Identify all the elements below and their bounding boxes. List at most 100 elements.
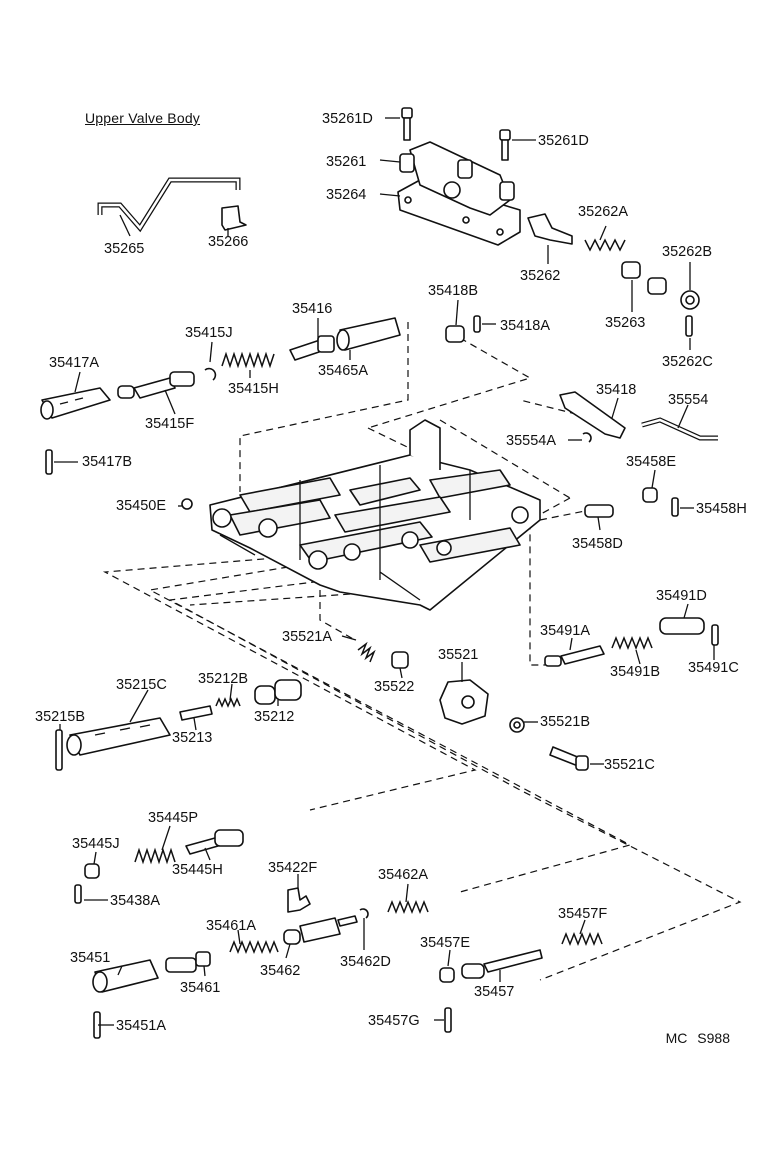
part-35213-valve[interactable] bbox=[179, 705, 213, 721]
part-35261D-bolt-left[interactable] bbox=[401, 107, 413, 141]
part-35262C-pin[interactable] bbox=[685, 315, 693, 337]
part-35461A-spring[interactable] bbox=[229, 939, 279, 955]
part-35522-plug[interactable] bbox=[391, 651, 409, 669]
part-35215B-pin[interactable] bbox=[55, 729, 63, 771]
part-35554A-clip[interactable] bbox=[582, 432, 592, 443]
part-35462D-clip[interactable] bbox=[359, 908, 369, 919]
part-35491A-valve[interactable] bbox=[544, 645, 605, 667]
label-35491A: 35491A bbox=[540, 623, 590, 639]
part-35262-plug[interactable] bbox=[527, 213, 573, 245]
label-35457E: 35457E bbox=[420, 935, 470, 951]
part-35417A-sleeve[interactable] bbox=[40, 387, 111, 420]
part-35265-oil-pipe[interactable] bbox=[97, 177, 241, 233]
part-35462A-spring[interactable] bbox=[387, 899, 429, 915]
part-35215C-sleeve[interactable] bbox=[66, 717, 171, 756]
part-35418B-plug[interactable] bbox=[445, 325, 465, 343]
part-35416-valve[interactable] bbox=[289, 335, 335, 361]
label-35491B: 35491B bbox=[610, 664, 660, 680]
label-35415F: 35415F bbox=[145, 416, 194, 432]
part-35445P-spring[interactable] bbox=[134, 847, 176, 865]
part-35418A-pin[interactable] bbox=[473, 315, 481, 333]
part-35521-check-ball-body[interactable] bbox=[439, 679, 489, 725]
part-35212B-spring[interactable] bbox=[215, 697, 241, 708]
label-35445J: 35445J bbox=[72, 836, 120, 852]
part-35212-plug[interactable] bbox=[254, 679, 302, 705]
part-35415H-spring[interactable] bbox=[221, 351, 275, 369]
label-35213: 35213 bbox=[172, 730, 212, 746]
part-35521A-spring[interactable] bbox=[357, 641, 376, 663]
part-35521C-bolt[interactable] bbox=[549, 746, 589, 771]
label-35418B: 35418B bbox=[428, 283, 478, 299]
label-35521: 35521 bbox=[438, 647, 478, 663]
part-35491B-spring[interactable] bbox=[611, 635, 653, 651]
part-35521B-washer[interactable] bbox=[509, 717, 525, 733]
label-35262B: 35262B bbox=[662, 244, 712, 260]
leader-lines bbox=[54, 117, 715, 1026]
part-35491D-plug[interactable] bbox=[659, 617, 705, 635]
label-35457: 35457 bbox=[474, 984, 514, 1000]
part-35465A-sleeve[interactable] bbox=[336, 317, 401, 351]
figure-code: MC S988 bbox=[665, 1030, 730, 1046]
label-35462A: 35462A bbox=[378, 867, 428, 883]
label-35212B: 35212B bbox=[198, 671, 248, 687]
part-35415J-clip[interactable] bbox=[204, 367, 217, 381]
part-35457F-spring[interactable] bbox=[561, 931, 603, 947]
part-35445J-plug[interactable] bbox=[84, 863, 100, 879]
part-35554-pipe[interactable] bbox=[641, 417, 718, 441]
part-35438A-pin[interactable] bbox=[74, 884, 82, 904]
label-35266: 35266 bbox=[208, 234, 248, 250]
label-35415J: 35415J bbox=[185, 325, 233, 341]
label-35491C: 35491C bbox=[688, 660, 739, 676]
part-35263-sleeve[interactable] bbox=[621, 261, 641, 279]
label-35438A: 35438A bbox=[110, 893, 160, 909]
part-35457-valve[interactable] bbox=[461, 949, 543, 979]
label-35451A: 35451A bbox=[116, 1018, 166, 1034]
part-35457G-pin[interactable] bbox=[444, 1007, 452, 1033]
label-35521C: 35521C bbox=[604, 757, 655, 773]
label-35215B: 35215B bbox=[35, 709, 85, 725]
part-35266-bracket[interactable] bbox=[221, 205, 247, 231]
label-35458E: 35458E bbox=[626, 454, 676, 470]
part-35450E-ball[interactable] bbox=[181, 498, 193, 510]
label-35451: 35451 bbox=[70, 950, 110, 966]
part-35262A-spring[interactable] bbox=[584, 238, 626, 252]
part-35445H-valve[interactable] bbox=[185, 829, 244, 855]
label-35262: 35262 bbox=[520, 268, 560, 284]
diagram-title: Upper Valve Body bbox=[85, 110, 201, 126]
part-35461-valve[interactable] bbox=[165, 951, 211, 973]
part-35261D-bolt-right[interactable] bbox=[499, 129, 511, 161]
part-35263-sleeve-2[interactable] bbox=[647, 277, 667, 295]
part-35457E-plug[interactable] bbox=[439, 967, 455, 983]
part-35462-valve[interactable] bbox=[283, 915, 358, 945]
part-35422F-clip[interactable] bbox=[287, 887, 311, 913]
label-35422F: 35422F bbox=[268, 860, 317, 876]
label-35263: 35263 bbox=[605, 315, 645, 331]
part-35261-body[interactable] bbox=[399, 141, 515, 216]
label-35457G: 35457G bbox=[368, 1013, 420, 1029]
part-35451-sleeve[interactable] bbox=[92, 959, 159, 993]
label-35462: 35462 bbox=[260, 963, 300, 979]
part-35417B-pin[interactable] bbox=[45, 449, 53, 475]
label-35465A: 35465A bbox=[318, 363, 368, 379]
label-35450E: 35450E bbox=[116, 498, 166, 514]
part-35491C-pin[interactable] bbox=[711, 624, 719, 646]
label-35215C: 35215C bbox=[116, 677, 167, 693]
label-35212: 35212 bbox=[254, 709, 294, 725]
label-35418A: 35418A bbox=[500, 318, 550, 334]
part-35458H-pin[interactable] bbox=[671, 497, 679, 517]
label-35554A: 35554A bbox=[506, 433, 556, 449]
part-35458D-plug[interactable] bbox=[584, 504, 614, 518]
label-35417B: 35417B bbox=[82, 454, 132, 470]
label-35491D: 35491D bbox=[656, 588, 707, 604]
part-35418-valve[interactable] bbox=[559, 391, 626, 439]
label-35521A: 35521A bbox=[282, 629, 332, 645]
part-35415F-valve[interactable] bbox=[117, 371, 195, 399]
label-35554: 35554 bbox=[668, 392, 708, 408]
label-35522: 35522 bbox=[374, 679, 414, 695]
upper-valve-body[interactable] bbox=[209, 419, 541, 611]
part-35458E-plug[interactable] bbox=[642, 487, 658, 503]
part-35262B-plug[interactable] bbox=[680, 290, 700, 310]
label-35418: 35418 bbox=[596, 382, 636, 398]
label-35457F: 35457F bbox=[558, 906, 607, 922]
